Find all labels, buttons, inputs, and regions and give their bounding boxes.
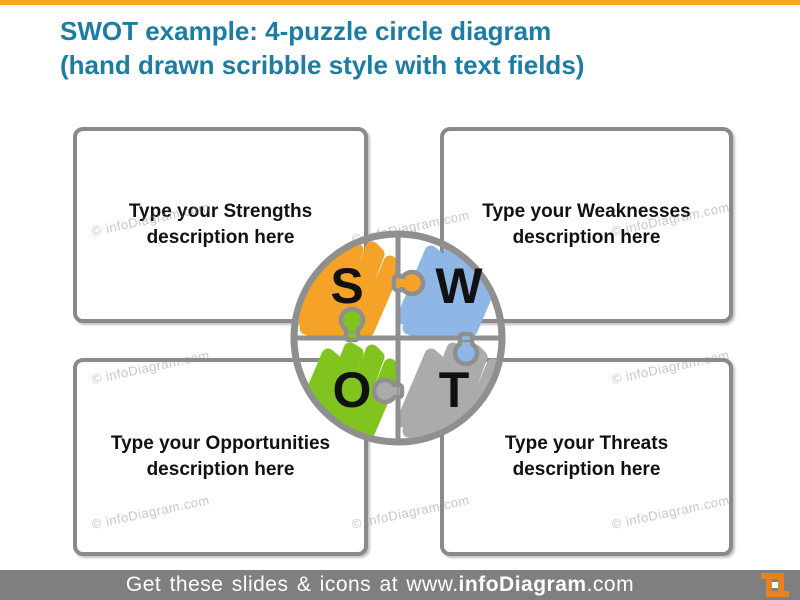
top-accent-bar (0, 0, 800, 5)
footer-prefix: Get these slides & icons at www. (125, 573, 459, 596)
logo-bracket-top-icon (761, 573, 784, 591)
footer-brand[interactable]: infoDiagram (458, 573, 587, 596)
weaknesses-placeholder-text[interactable]: Type your Weaknesses description here (482, 201, 691, 248)
opportunities-placeholder-text[interactable]: Type your Opportunities description here (110, 433, 331, 480)
infodiagram-logo-icon (759, 572, 791, 598)
logo-bracket-bottom-icon (766, 579, 789, 597)
threats-placeholder-text[interactable]: Type your Threats description here (504, 433, 669, 480)
threats-box[interactable]: Type your Threats description here (440, 358, 733, 556)
strengths-placeholder-text[interactable]: Type your Strengths description here (128, 201, 313, 248)
footer-suffix: .com (586, 573, 635, 596)
slide-title-line1: SWOT example: 4-puzzle circle diagram (60, 16, 552, 46)
footer-text[interactable]: Get these slides & icons at www.infoDiag… (126, 570, 634, 600)
footer-bar: Get these slides & icons at www.infoDiag… (0, 570, 800, 600)
logo-dot-icon (772, 582, 778, 588)
slide-title: SWOT example: 4-puzzle circle diagram (h… (60, 14, 750, 82)
threats-knob (371, 377, 405, 405)
strengths-knob (391, 269, 426, 297)
strengths-box[interactable]: Type your Strengths description here (73, 127, 368, 323)
opportunities-box[interactable]: Type your Opportunities description here (73, 358, 368, 556)
slide-title-line2: (hand drawn scribble style with text fie… (60, 50, 585, 80)
weaknesses-box[interactable]: Type your Weaknesses description here (440, 127, 733, 323)
